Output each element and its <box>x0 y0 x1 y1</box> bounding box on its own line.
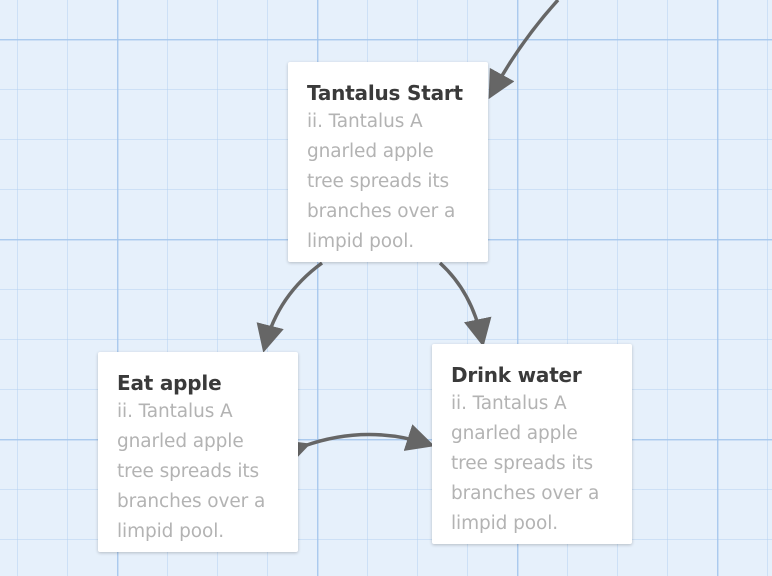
passage-title: Drink water <box>451 363 582 387</box>
link-tantalus-start-to-eat-apple <box>256 261 324 353</box>
passage-excerpt: ii. Tantalus A gnarled apple tree spread… <box>307 111 456 252</box>
link-tantalus-start-to-drink-water <box>438 261 492 347</box>
passage-title: Eat apple <box>117 371 222 395</box>
passage-card-drink-water[interactable]: Drink water ii. Tantalus A gnarled apple… <box>432 344 632 544</box>
passage-card-tantalus-start[interactable]: Tantalus Start ii. Tantalus A gnarled ap… <box>288 62 488 262</box>
link-incoming-to-tantalus-start <box>488 0 560 100</box>
link-eat-apple-drink-water-bidirectional <box>279 424 435 467</box>
passage-excerpt: ii. Tantalus A gnarled apple tree spread… <box>451 393 600 534</box>
passage-title: Tantalus Start <box>307 81 463 105</box>
passage-excerpt: ii. Tantalus A gnarled apple tree spread… <box>117 401 266 542</box>
passage-card-eat-apple[interactable]: Eat apple ii. Tantalus A gnarled apple t… <box>98 352 298 552</box>
